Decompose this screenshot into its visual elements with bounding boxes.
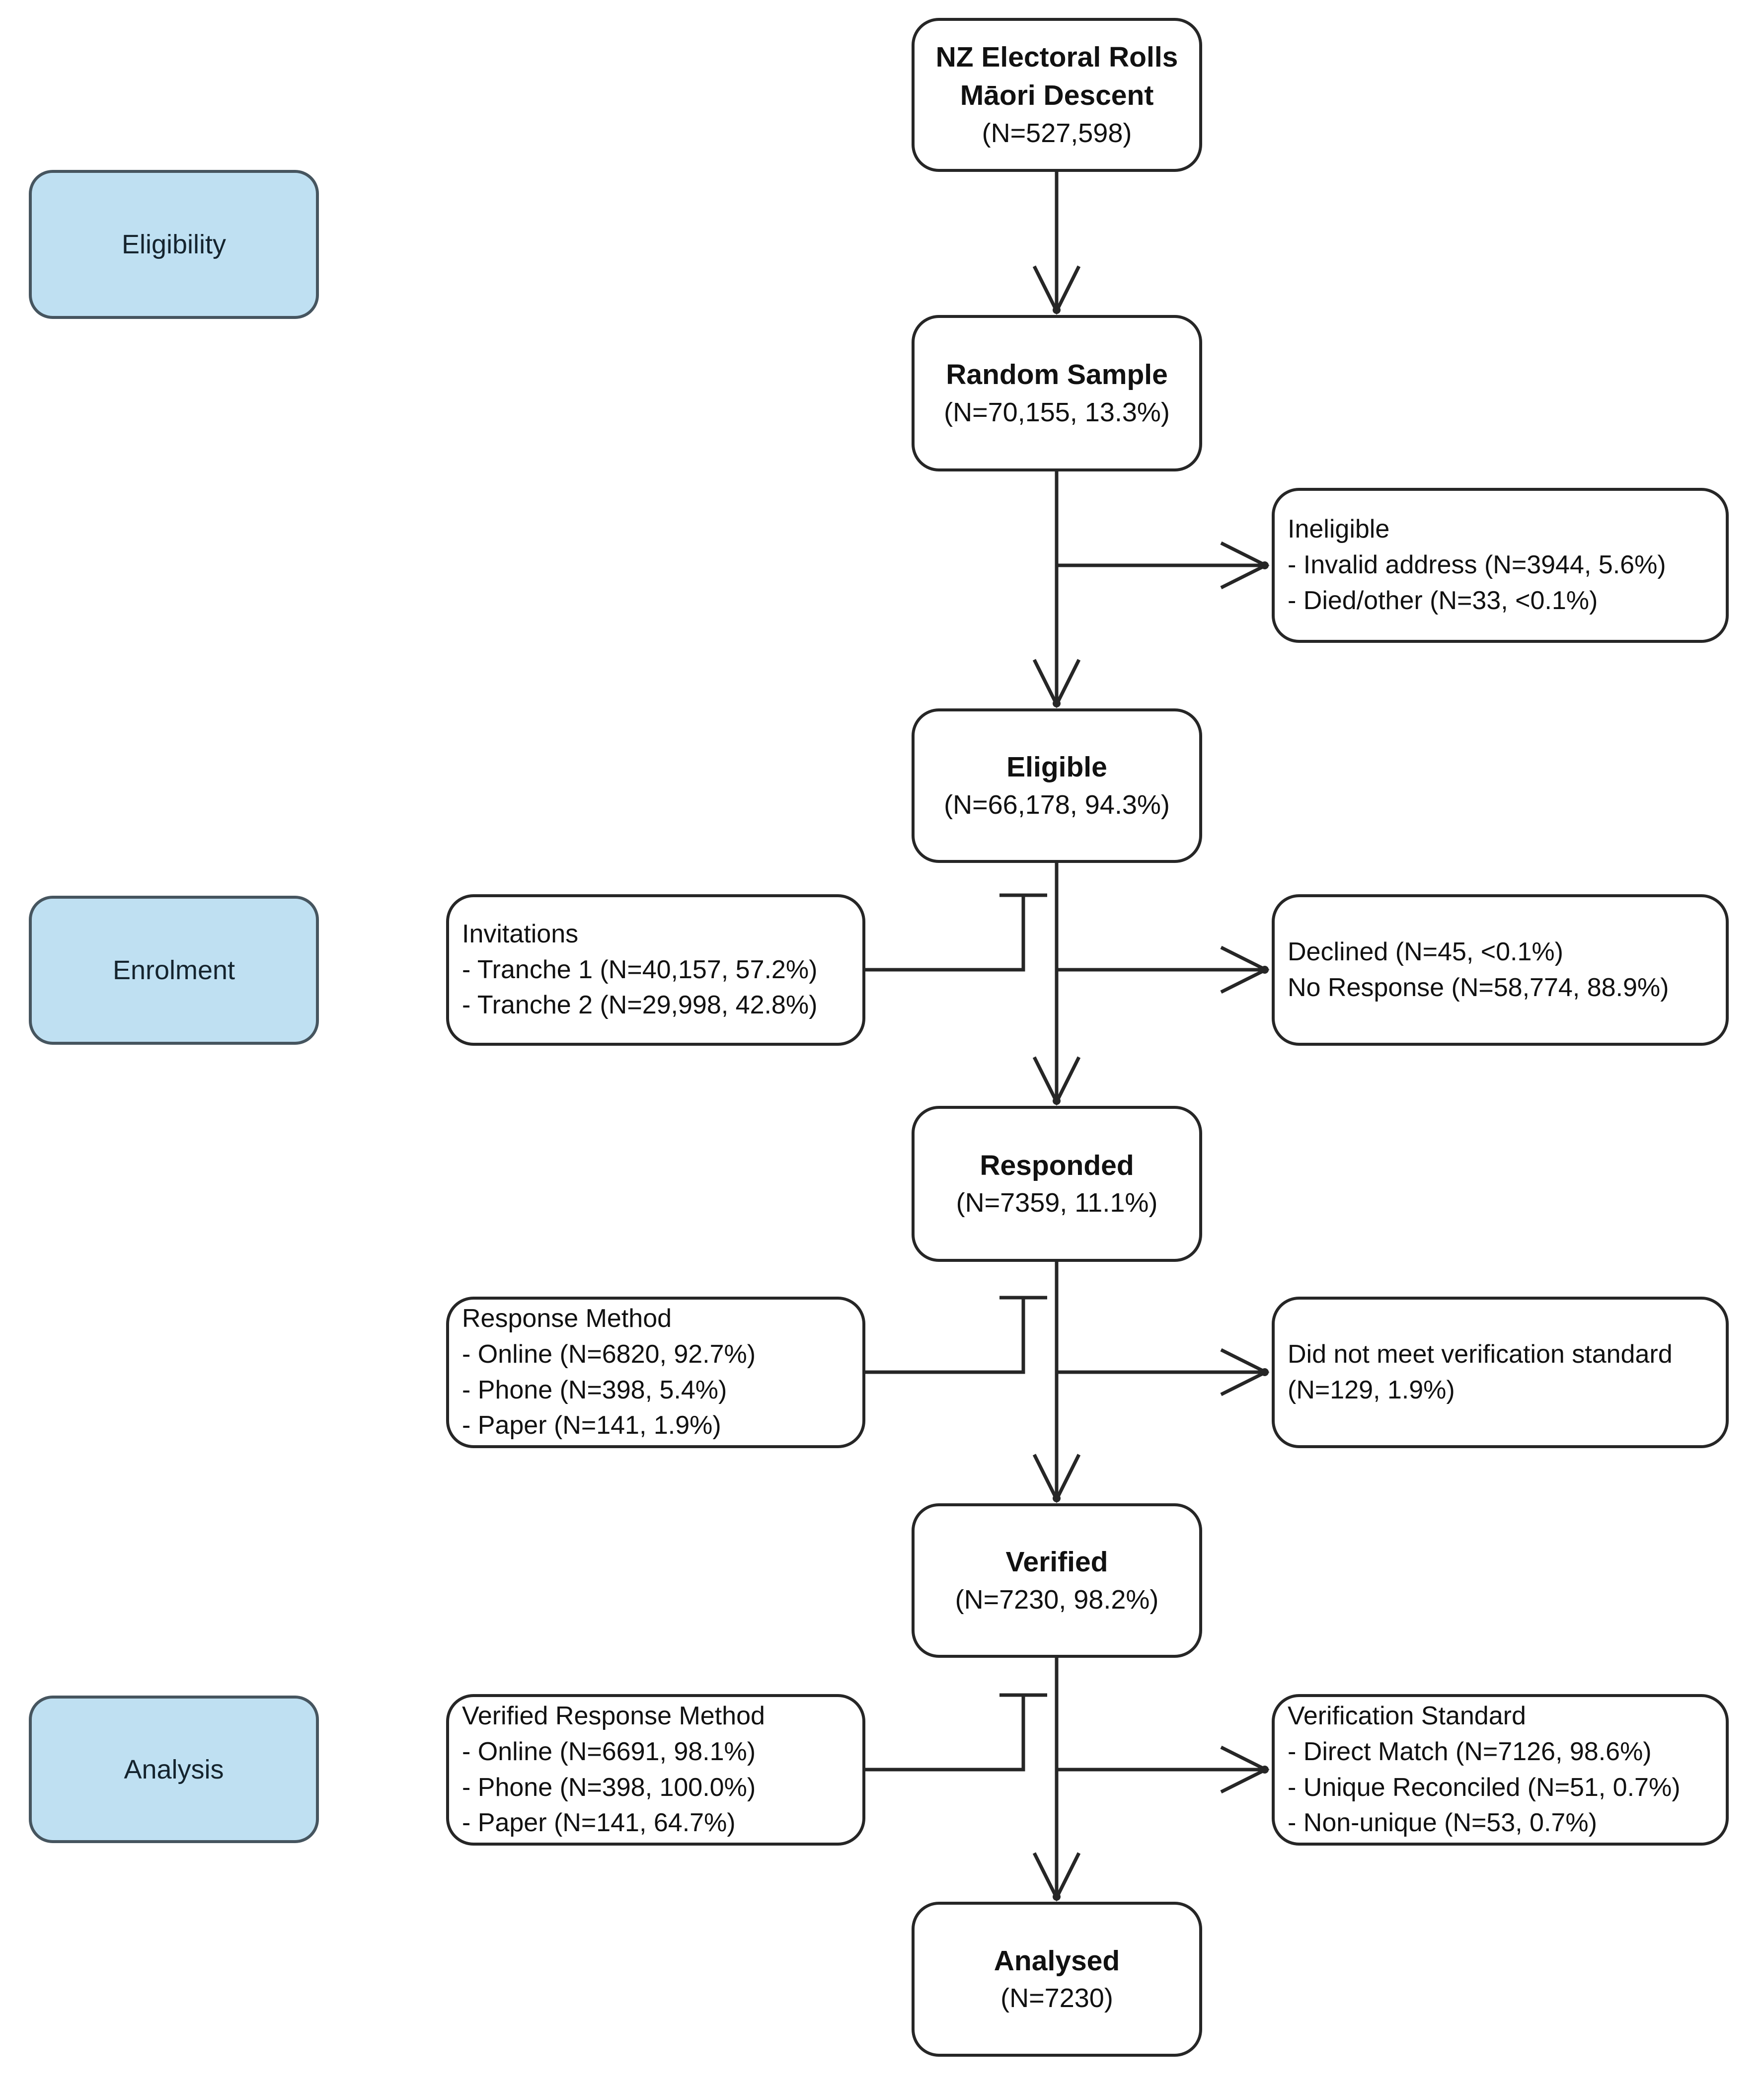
connector-response-method xyxy=(865,1296,1047,1374)
box-response-method: Response Method - Online (N=6820, 92.7%)… xyxy=(446,1297,865,1448)
box-line: - Online (N=6691, 98.1%) xyxy=(462,1737,756,1766)
box-verified: Verified (N=7230, 98.2%) xyxy=(912,1503,1202,1658)
box-declined-no-response: Declined (N=45, <0.1%) No Response (N=58… xyxy=(1272,894,1729,1046)
box-line: - Online (N=6820, 92.7%) xyxy=(462,1339,756,1369)
arrow-random-sample-to-eligible xyxy=(1032,471,1081,708)
box-line: Verified Response Method xyxy=(462,1702,765,1730)
branch-arrow-to-not-verified xyxy=(1057,1348,1270,1396)
box-title: Random Sample xyxy=(946,359,1168,391)
connector-verified-response-method xyxy=(865,1693,1047,1772)
box-ineligible: Ineligible - Invalid address (N=3944, 5.… xyxy=(1272,488,1729,643)
box-line: (N=129, 1.9%) xyxy=(1288,1375,1455,1404)
box-line: - Paper (N=141, 64.7%) xyxy=(462,1808,736,1838)
arrow-eligible-to-responded xyxy=(1032,863,1081,1106)
box-line: - Died/other (N=33, <0.1%) xyxy=(1288,586,1598,615)
box-line: - Non-unique (N=53, 0.7%) xyxy=(1288,1808,1597,1838)
box-line: Ineligible xyxy=(1288,515,1390,544)
stage-label-text: Eligibility xyxy=(121,230,227,259)
arrow-source-to-random-sample xyxy=(1032,172,1081,315)
box-line: Invitations xyxy=(462,919,579,948)
box-line: - Direct Match (N=7126, 98.6%) xyxy=(1288,1737,1652,1766)
box-analysed: Analysed (N=7230) xyxy=(912,1902,1202,2057)
box-title: Responded xyxy=(980,1149,1134,1181)
box-title: NZ Electoral Rolls xyxy=(935,41,1178,73)
box-responded: Responded (N=7359, 11.1%) xyxy=(912,1106,1202,1262)
stage-label-analysis: Analysis xyxy=(29,1696,319,1843)
branch-arrow-to-ineligible xyxy=(1057,541,1270,590)
box-stat: (N=527,598) xyxy=(982,118,1132,148)
box-did-not-meet-verification: Did not meet verification standard (N=12… xyxy=(1272,1297,1729,1448)
connector-invitations xyxy=(865,893,1047,972)
box-title: Verified xyxy=(1005,1546,1108,1578)
branch-arrow-to-declined xyxy=(1057,945,1270,994)
box-eligible: Eligible (N=66,178, 94.3%) xyxy=(912,708,1202,863)
branch-arrow-to-verification-standard xyxy=(1057,1745,1270,1794)
box-line: Verification Standard xyxy=(1288,1702,1526,1730)
arrow-responded-to-verified xyxy=(1032,1262,1081,1503)
arrow-verified-to-analysed xyxy=(1032,1658,1081,1902)
box-line: - Tranche 1 (N=40,157, 57.2%) xyxy=(462,955,818,984)
box-line: - Phone (N=398, 5.4%) xyxy=(462,1375,727,1404)
box-title: Māori Descent xyxy=(960,79,1154,112)
box-stat: (N=70,155, 13.3%) xyxy=(944,397,1170,427)
box-random-sample: Random Sample (N=70,155, 13.3%) xyxy=(912,315,1202,471)
box-line: Declined (N=45, <0.1%) xyxy=(1288,937,1563,966)
box-line: Response Method xyxy=(462,1304,672,1333)
box-line: - Tranche 2 (N=29,998, 42.8%) xyxy=(462,991,818,1020)
box-stat: (N=66,178, 94.3%) xyxy=(944,789,1170,820)
box-line: - Unique Reconciled (N=51, 0.7%) xyxy=(1288,1773,1681,1802)
stage-label-eligibility: Eligibility xyxy=(29,170,319,319)
box-nz-electoral-rolls: NZ Electoral Rolls Māori Descent (N=527,… xyxy=(912,18,1202,172)
box-verified-response-method: Verified Response Method - Online (N=669… xyxy=(446,1694,865,1846)
box-line: - Paper (N=141, 1.9%) xyxy=(462,1411,721,1440)
box-title: Analysed xyxy=(994,1944,1120,1977)
box-title: Eligible xyxy=(1006,751,1107,783)
box-stat: (N=7230) xyxy=(1000,1983,1113,2014)
stage-label-text: Analysis xyxy=(124,1754,224,1784)
stage-label-text: Enrolment xyxy=(112,955,235,985)
box-line: Did not meet verification standard xyxy=(1288,1339,1673,1369)
stage-label-enrolment: Enrolment xyxy=(29,896,319,1045)
box-line: No Response (N=58,774, 88.9%) xyxy=(1288,973,1669,1002)
box-line: - Invalid address (N=3944, 5.6%) xyxy=(1288,550,1666,580)
box-invitations: Invitations - Tranche 1 (N=40,157, 57.2%… xyxy=(446,894,865,1046)
box-stat: (N=7359, 11.1%) xyxy=(956,1188,1158,1218)
box-line: - Phone (N=398, 100.0%) xyxy=(462,1773,756,1802)
box-verification-standard: Verification Standard - Direct Match (N=… xyxy=(1272,1694,1729,1846)
box-stat: (N=7230, 98.2%) xyxy=(955,1584,1159,1615)
